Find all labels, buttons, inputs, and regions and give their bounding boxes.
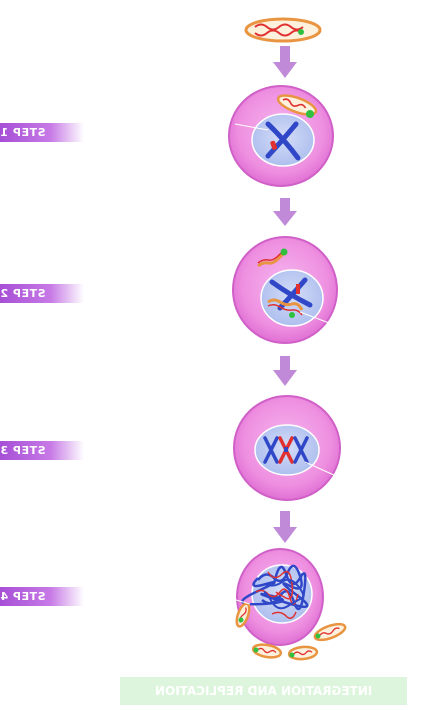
arrow-4 <box>273 511 297 543</box>
cell-step-1 <box>228 85 334 187</box>
step-4-label: STEP 4 <box>0 587 84 606</box>
chromosomes-step-3 <box>263 436 309 464</box>
virus-free <box>244 17 322 43</box>
chromosome-red-step-1 <box>270 140 277 150</box>
step-1-label: STEP 1 <box>0 123 84 142</box>
step-3-label: STEP 3 <box>0 441 84 460</box>
viral-dna-entering-step-2 <box>267 298 304 318</box>
viral-dna-free-step-2 <box>257 248 288 268</box>
cell-step-2 <box>232 236 338 344</box>
cell-step-4 <box>235 548 347 661</box>
arrow-3 <box>273 356 297 386</box>
arrow-2 <box>273 198 297 226</box>
footer-banner: INTEGRATION AND REPLICATION <box>120 677 407 705</box>
virus-released-3 <box>287 645 319 661</box>
cell-step-3 <box>233 395 341 501</box>
arrow-1 <box>273 46 297 78</box>
tangled-dna-step-4 <box>241 564 309 619</box>
step-2-label: STEP 2 <box>0 284 84 303</box>
virus-released-2 <box>251 643 283 659</box>
virus-released-1 <box>313 622 347 642</box>
virus-exiting-step-4 <box>235 602 251 628</box>
virus-attached-step-1 <box>276 94 318 118</box>
